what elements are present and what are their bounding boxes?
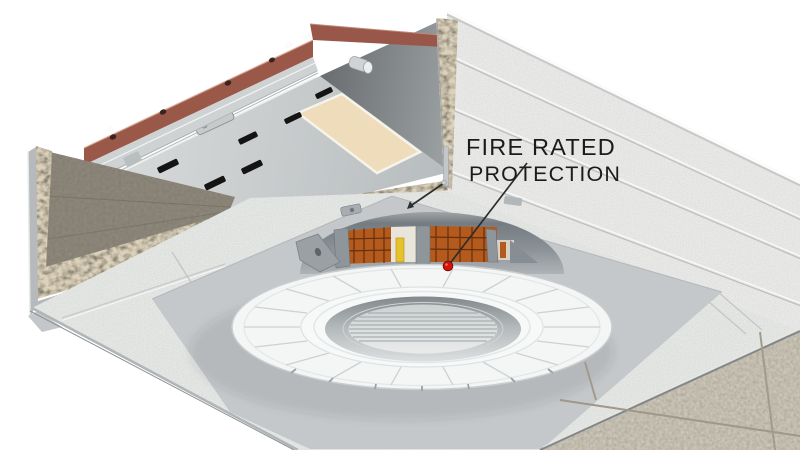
plasterboard-left-column — [36, 146, 52, 302]
tray-flange — [84, 57, 318, 183]
cut-end-highlight — [27, 151, 31, 319]
housing-strap — [485, 228, 499, 263]
intumescent-block — [344, 227, 391, 264]
housing-strap — [415, 225, 431, 265]
cut-end-face — [28, 147, 38, 318]
recess-panel-edge — [151, 195, 723, 300]
slab-core-face — [44, 152, 235, 270]
vent-slot — [241, 159, 263, 175]
vent-slot — [204, 175, 226, 191]
bracket-hole — [314, 247, 322, 257]
luminaire-trim-ring — [231, 263, 613, 391]
support-bracket — [295, 233, 341, 273]
leader-line-main — [447, 162, 528, 267]
leader-bead — [441, 180, 447, 186]
cable-gland — [348, 56, 373, 74]
keyhole-slots — [106, 33, 312, 132]
annotation-line-2: PROTECTION — [469, 162, 621, 186]
tile-seam-highlight — [61, 266, 226, 321]
screw-hole — [224, 80, 232, 86]
trim-ring-ticks — [290, 368, 554, 391]
wall-top-highlight — [542, 328, 799, 448]
soffit-front-edge-shadow — [29, 310, 295, 450]
vent-slot — [157, 158, 179, 174]
intumescent-liner — [343, 226, 514, 264]
trim-ring-ribs — [244, 268, 600, 386]
keyhole-slot — [284, 41, 294, 49]
baffle-step — [342, 302, 504, 356]
keyhole-slot — [302, 33, 312, 41]
callout-dot — [442, 260, 454, 272]
intumescent-sliver — [500, 242, 506, 258]
annotation-line-1: FIRE RATED — [466, 134, 616, 160]
screw-hole — [109, 134, 117, 140]
callout — [407, 162, 528, 272]
trim-ring-step — [313, 290, 531, 364]
slab-face-cut-strip — [436, 18, 458, 190]
cut-end-foot — [28, 311, 62, 332]
slab-face-top-highlight — [446, 10, 800, 183]
slab-face-grooves — [446, 53, 800, 307]
fire-board-band — [84, 40, 313, 165]
callout-dot-highlight — [445, 263, 448, 266]
vent-slot — [284, 112, 302, 124]
thermal-fuse-tab — [395, 237, 405, 263]
soffit-front-edge — [31, 306, 299, 450]
vent-slot — [315, 87, 333, 99]
tile-seam — [61, 263, 226, 319]
wall-block — [539, 328, 800, 450]
vent-slot — [238, 131, 258, 145]
wall-seam — [584, 331, 776, 450]
spring-clip — [503, 196, 523, 206]
wall-seam — [559, 399, 800, 437]
tile-cross-seam — [717, 291, 763, 331]
slab-face-top-trim — [446, 13, 800, 187]
tile-cross-seam — [171, 251, 192, 283]
keyhole-slot — [106, 126, 114, 132]
spring-clip — [340, 203, 362, 217]
flange-z-bend — [123, 151, 142, 167]
flange-highlight — [85, 62, 316, 173]
fire-board-frame — [83, 23, 444, 183]
leader-arrowhead — [407, 201, 414, 209]
fire-board-highlight — [83, 39, 314, 149]
core-strata-line — [41, 211, 227, 241]
slab-cross-section-face — [446, 10, 800, 331]
fire-board-top-strip — [310, 24, 444, 47]
support-brace — [510, 240, 538, 263]
screw-hole — [268, 57, 276, 63]
hanger-rod — [443, 145, 449, 187]
louver-slats — [349, 312, 497, 342]
screw-holes — [109, 57, 276, 140]
leader-line-short — [408, 182, 445, 208]
thermal-glow-panel — [295, 92, 423, 175]
vent-slots — [157, 87, 333, 191]
slab-core-cut — [41, 152, 235, 270]
housing-strap — [333, 227, 351, 269]
core-strata-line — [45, 195, 231, 208]
wall-top-edge — [539, 330, 800, 450]
slab-face-surface — [447, 13, 800, 331]
fire-board-top-edge — [309, 23, 441, 36]
screw-hole — [159, 109, 167, 115]
